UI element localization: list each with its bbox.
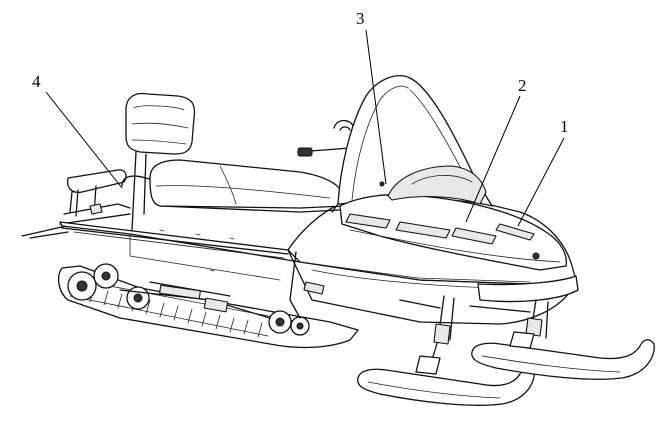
- seat: [149, 159, 345, 213]
- leader-lines: [45, 29, 565, 227]
- front-suspension: [399, 295, 549, 361]
- bogie-wheels: [67, 263, 310, 336]
- callout-1: 1: [560, 117, 569, 136]
- leader-line-3: [365, 29, 387, 185]
- callout-2: 2: [518, 76, 527, 95]
- callout-4: 4: [32, 72, 41, 91]
- leader-line-1: [517, 137, 565, 227]
- rear-rack: [21, 169, 131, 239]
- leader-line-4: [45, 91, 123, 189]
- handlebar: [297, 119, 356, 157]
- leader-line-2: [465, 95, 521, 223]
- track-assembly: [57, 263, 359, 349]
- backrest: [121, 92, 196, 231]
- left-ski: [357, 355, 535, 406]
- callout-3: 3: [356, 9, 365, 28]
- hood: [339, 165, 568, 271]
- right-ski: [471, 331, 655, 380]
